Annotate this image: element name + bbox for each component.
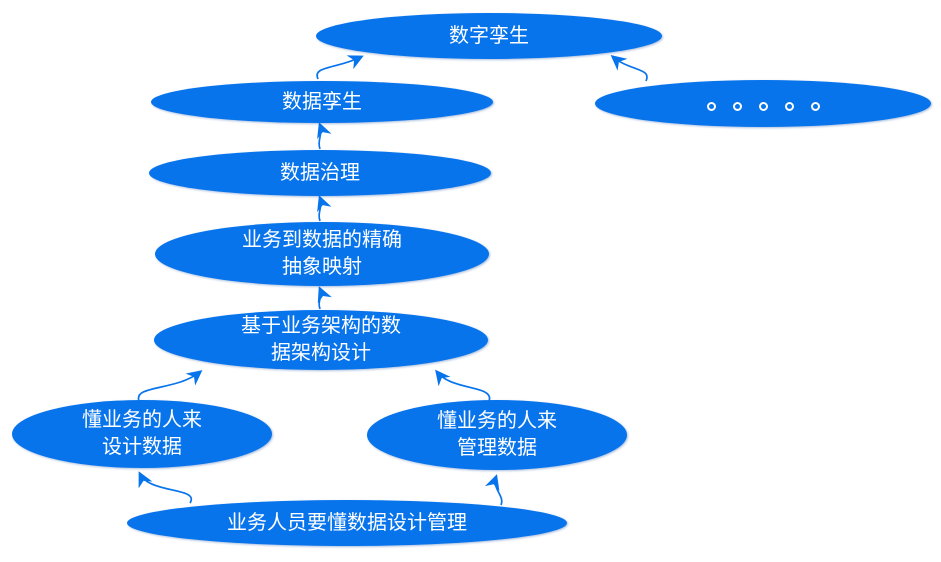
arrow-mapping-to-governance — [317, 195, 332, 222]
dot-icon — [810, 102, 820, 111]
dot-icon — [732, 102, 742, 111]
node-business-staff: 业务人员要懂数据设计管理 — [127, 500, 567, 546]
arrow-others-to-digital-twin — [610, 55, 648, 82]
node-label: 抽象映射 — [282, 256, 362, 278]
node-label: 设计数据 — [102, 436, 182, 458]
node-manage-data-people: 懂业务的人来 管理数据 — [367, 400, 627, 470]
node-label: 据架构设计 — [271, 342, 371, 364]
node-label: 数据治理 — [280, 161, 360, 184]
node-data-governance: 数据治理 — [149, 150, 491, 196]
node-digital-twin: 数字孪生 — [316, 13, 662, 59]
ellipsis-dots — [706, 102, 820, 111]
dot-icon — [706, 102, 716, 111]
arrow-staff-to-design-people — [138, 471, 193, 504]
arrow-staff-to-manage-people — [484, 474, 503, 506]
node-data-twin: 数据孪生 — [151, 81, 493, 123]
arrow-manage-people-to-architecture — [435, 369, 491, 402]
node-others-ellipsis: 。。。。。 — [595, 80, 931, 127]
node-design-data-people: 懂业务的人来 设计数据 — [12, 400, 272, 468]
node-label: 业务人员要懂数据设计管理 — [227, 511, 467, 534]
node-label: 数据孪生 — [282, 90, 362, 113]
arrow-design-people-to-architecture — [137, 370, 203, 402]
node-label: 懂业务的人来 — [82, 409, 202, 431]
node-label: 懂业务的人来 — [437, 410, 557, 432]
node-data-architecture-design: 基于业务架构的数 据架构设计 — [154, 310, 488, 370]
node-label: 数字孪生 — [449, 24, 529, 47]
node-label: 业务到数据的精确 — [242, 229, 402, 251]
arrow-governance-to-data-twin — [317, 122, 332, 150]
node-label: 管理数据 — [457, 437, 537, 459]
dot-icon — [784, 102, 794, 111]
node-label: 基于业务架构的数 — [241, 315, 401, 337]
arrow-architecture-to-mapping — [317, 286, 332, 310]
node-business-to-data-mapping: 业务到数据的精确 抽象映射 — [155, 222, 489, 286]
dot-icon — [758, 102, 768, 111]
arrow-data-twin-to-digital-twin — [316, 55, 364, 80]
